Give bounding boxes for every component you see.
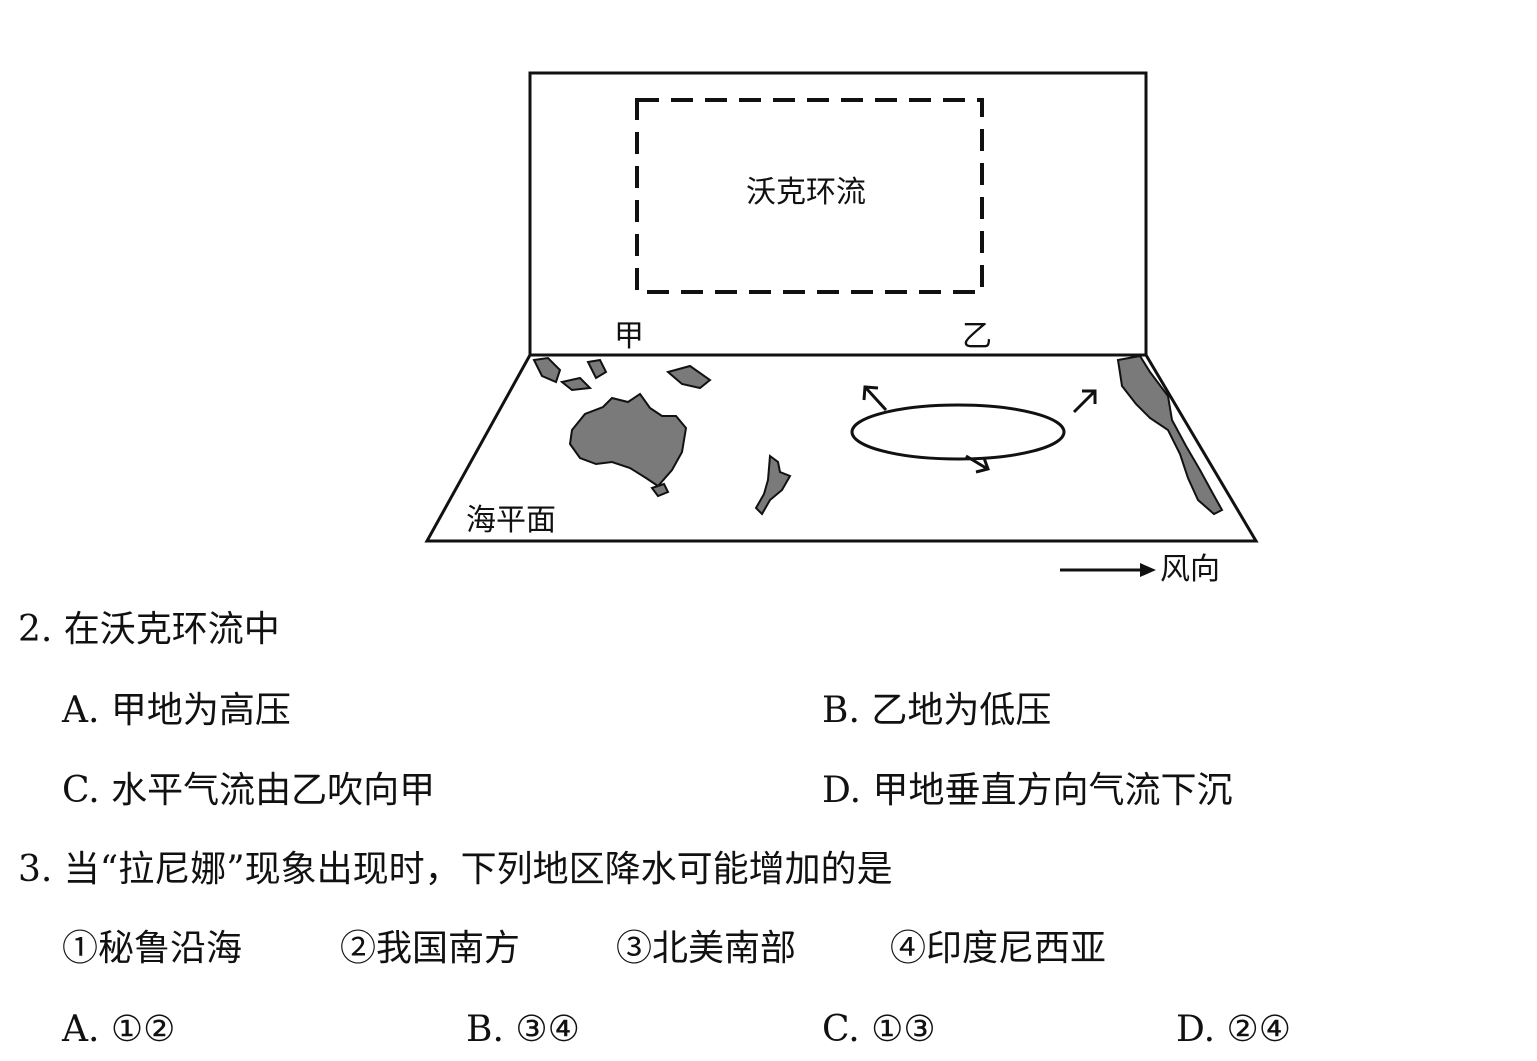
walker-loop-dashed — [635, 98, 984, 294]
indonesia-shape-2 — [559, 376, 593, 392]
sea-level-label: 海平面 — [466, 503, 556, 538]
q3-option-c[interactable]: C. ①③ — [822, 1009, 936, 1050]
q2-stem: 2. 在沃克环流中 — [18, 609, 280, 650]
q3-option-b[interactable]: B. ③④ — [466, 1009, 580, 1050]
q3-stem: 3. 当“拉尼娜”现象出现时，下列地区降水可能增加的是 — [18, 849, 893, 890]
arrow-right-up-head — [1082, 389, 1097, 404]
q3-option-a[interactable]: A. ①② — [62, 1009, 176, 1050]
jia-label: 甲 — [614, 319, 644, 354]
arrow-down-head — [975, 457, 990, 474]
new-zealand-shape — [754, 454, 792, 516]
wind-direction-arrowhead — [1140, 563, 1156, 577]
q3-item-4: ④印度尼西亚 — [890, 928, 1107, 969]
australia-shape — [568, 392, 688, 488]
vertical-panel — [528, 71, 1148, 357]
q3-item-3: ③北美南部 — [616, 928, 797, 969]
indonesia-shape-3 — [586, 358, 608, 380]
q3-option-d[interactable]: D. ②④ — [1176, 1009, 1292, 1050]
arrow-left-up — [864, 386, 888, 412]
q2-option-a[interactable]: A. 甲地为高压 — [62, 690, 291, 731]
q3-item-1: ①秘鲁沿海 — [62, 928, 243, 969]
wind-direction-label: 风向 — [1160, 552, 1220, 587]
q2-option-b[interactable]: B. 乙地为低压 — [822, 690, 1052, 731]
tasmania-shape — [650, 482, 670, 498]
air-pressure-ellipse — [850, 403, 1066, 461]
arrow-right-up — [1072, 390, 1096, 414]
q3-item-2: ②我国南方 — [340, 928, 521, 969]
walker-circulation-label: 沃克环流 — [746, 175, 866, 210]
arrow-down — [965, 454, 987, 470]
land-masses — [532, 354, 1224, 516]
south-america-shape — [1116, 354, 1224, 516]
walker-circulation-diagram — [424, 71, 1259, 577]
divergent-arrows — [862, 385, 1097, 474]
yi-label: 乙 — [962, 319, 992, 354]
q2-option-d[interactable]: D. 甲地垂直方向气流下沉 — [822, 770, 1233, 811]
new-guinea-shape — [665, 364, 712, 390]
sea-level-plane — [424, 353, 1259, 543]
indonesia-shape-1 — [532, 356, 562, 384]
arrow-left-up-head — [862, 385, 879, 401]
q2-option-c[interactable]: C. 水平气流由乙吹向甲 — [62, 770, 436, 811]
